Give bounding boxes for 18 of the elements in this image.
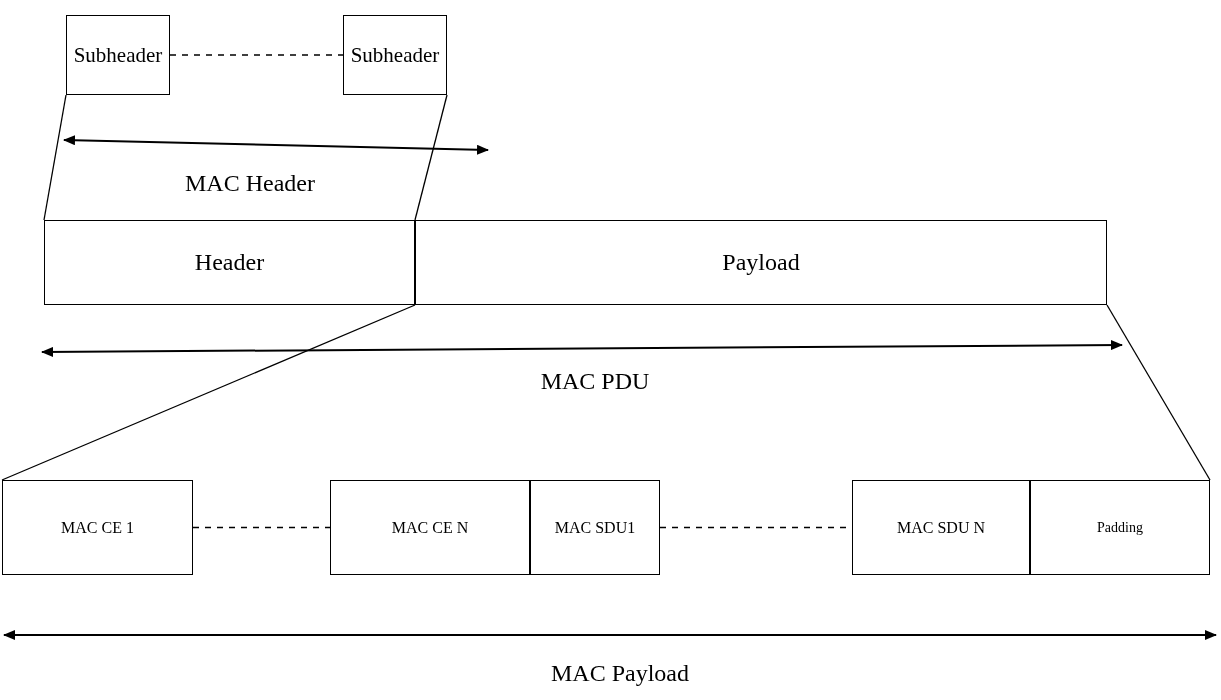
field-box: MAC SDU1 xyxy=(530,480,660,575)
connector-line xyxy=(192,526,331,529)
field-box: MAC CE 1 xyxy=(2,480,193,575)
expansion-line xyxy=(43,94,67,221)
field-box: Subheader xyxy=(343,15,447,95)
field-box: MAC CE N xyxy=(330,480,530,575)
dimension-label: MAC PDU xyxy=(540,368,650,395)
dimension-label: MAC Payload xyxy=(551,660,689,687)
expansion-line xyxy=(414,94,448,221)
connector-line xyxy=(169,54,344,56)
field-box: Header xyxy=(44,220,415,305)
dimension-label: MAC Header xyxy=(185,170,315,197)
field-box: Padding xyxy=(1030,480,1210,575)
expansion-line xyxy=(1106,304,1211,481)
expansion-line xyxy=(1,304,416,481)
field-box: Payload xyxy=(415,220,1107,305)
field-box: MAC SDU N xyxy=(852,480,1030,575)
field-box: Subheader xyxy=(66,15,170,95)
